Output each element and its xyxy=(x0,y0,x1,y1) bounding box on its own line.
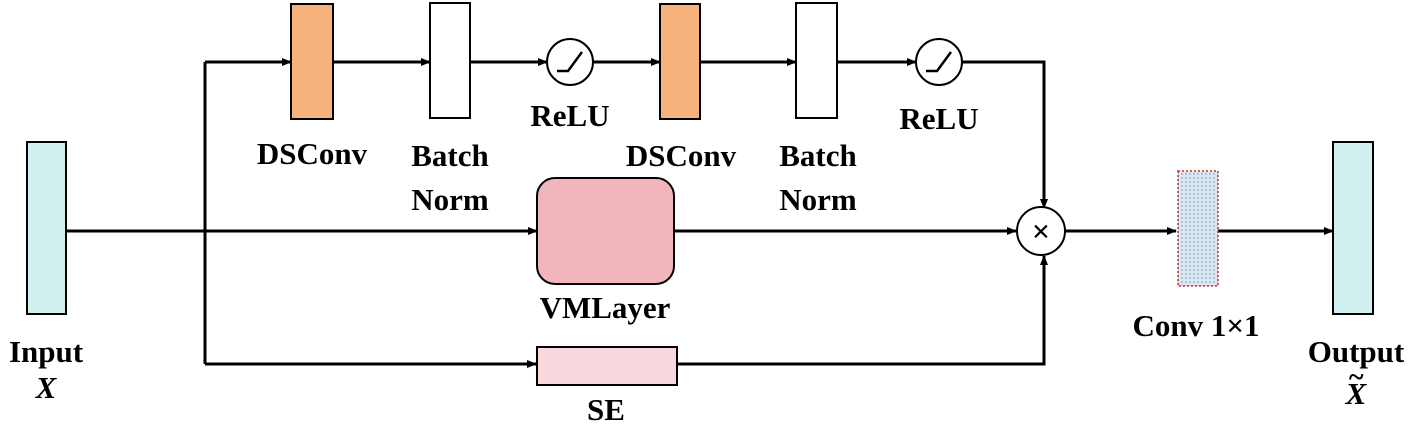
dsconv-block-2 xyxy=(659,3,701,120)
multiply-symbol: × xyxy=(1032,213,1050,249)
conv1x1-block xyxy=(1177,170,1219,287)
se-label: SE xyxy=(587,392,625,427)
output-block xyxy=(1332,141,1374,315)
input-block xyxy=(26,141,67,315)
batchnorm-block-2 xyxy=(795,2,838,119)
connections xyxy=(66,58,1334,368)
vmlayer-label: VMLayer xyxy=(540,290,671,325)
input-symbol: X xyxy=(35,370,58,405)
wire-se-to-multiply xyxy=(677,255,1048,366)
relu-activation-icon xyxy=(915,38,963,86)
batchnorm-label-1-line1: Batch xyxy=(411,138,489,173)
output-symbol: X xyxy=(1345,376,1368,411)
vmlayer-block xyxy=(536,177,675,285)
dsconv-label-2: DSConv xyxy=(626,138,737,173)
batchnorm-label-2-line1: Batch xyxy=(779,138,857,173)
wire-relu2-to-multiply xyxy=(962,60,1048,209)
relu-label-1: ReLU xyxy=(530,98,609,133)
se-block xyxy=(536,346,678,386)
batchnorm-label-1-line2: Norm xyxy=(411,182,489,217)
output-symbol-accent: ~ xyxy=(1348,362,1364,393)
relu-label-2: ReLU xyxy=(899,101,978,136)
relu-activation-icon xyxy=(546,38,594,86)
output-label: Output xyxy=(1308,334,1405,369)
conv1x1-label: Conv 1×1 xyxy=(1132,308,1259,343)
dsconv-block-1 xyxy=(290,3,334,120)
multiply-operator-icon: × xyxy=(1016,206,1066,256)
input-label: Input xyxy=(9,334,84,369)
batchnorm-block-1 xyxy=(429,2,471,119)
dsconv-label-1: DSConv xyxy=(257,136,368,171)
batchnorm-label-2-line2: Norm xyxy=(779,182,857,217)
